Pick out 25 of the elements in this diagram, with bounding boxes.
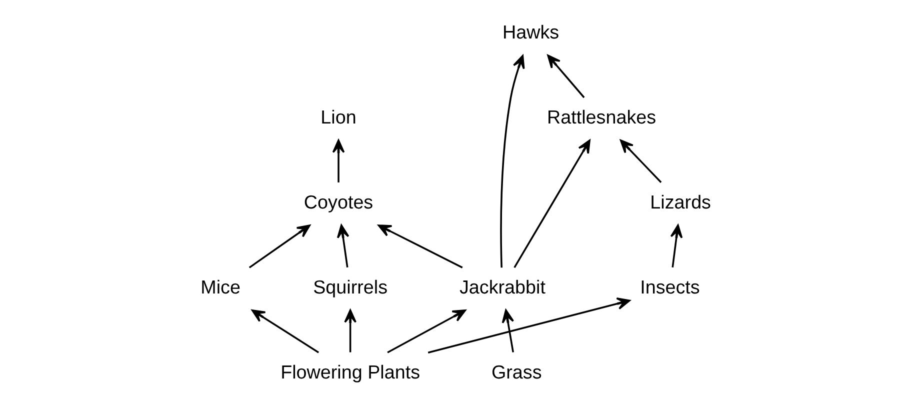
node-text: Insects bbox=[640, 276, 700, 298]
arrow bbox=[248, 224, 310, 268]
node-text: Rattlesnakes bbox=[546, 106, 656, 128]
node-text: Lizards bbox=[650, 191, 710, 212]
node-text: Squirrels bbox=[312, 276, 388, 298]
node-text: Grass bbox=[490, 361, 542, 382]
node-text: Flowering Plants bbox=[280, 361, 420, 382]
arrow bbox=[501, 309, 514, 352]
arrow bbox=[500, 54, 524, 268]
arrow bbox=[619, 140, 662, 184]
arrow bbox=[546, 54, 584, 98]
arrow bbox=[386, 310, 466, 354]
node-text: Hawks bbox=[502, 22, 559, 43]
arrow bbox=[251, 310, 319, 354]
node-text: Coyotes bbox=[303, 191, 373, 212]
arrow bbox=[344, 309, 356, 352]
node-text: Lion bbox=[320, 106, 356, 128]
node-text: Jackrabbit bbox=[458, 276, 545, 298]
arrow bbox=[513, 140, 590, 268]
arrow bbox=[670, 224, 682, 268]
arrow bbox=[332, 140, 344, 182]
arrow bbox=[377, 224, 462, 268]
node-text: Mice bbox=[200, 276, 240, 298]
arrow bbox=[427, 298, 630, 354]
arrow bbox=[336, 224, 349, 268]
